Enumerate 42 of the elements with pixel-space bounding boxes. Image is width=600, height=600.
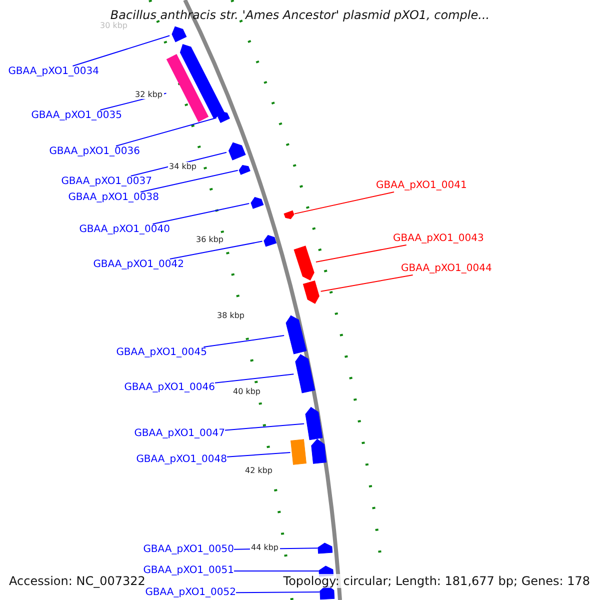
gene-label: GBAA_pXO1_0044 — [401, 263, 492, 275]
leader-line — [224, 423, 305, 431]
gene-label: GBAA_pXO1_0048 — [136, 454, 227, 466]
gene-label: GBAA_pXO1_0040 — [79, 224, 170, 236]
scale-label: 36 kbp — [195, 235, 225, 244]
gene-label: GBAA_pXO1_0050 — [143, 544, 234, 556]
leader-line — [294, 192, 394, 214]
leader-line — [234, 570, 320, 572]
leader-line — [315, 244, 407, 262]
gene-label: GBAA_pXO1_0035 — [31, 110, 122, 122]
scale-label: 34 kbp — [168, 162, 198, 171]
gene-label: GBAA_pXO1_0036 — [49, 146, 140, 158]
scale-label: 32 kbp — [134, 90, 164, 99]
gene-label: GBAA_pXO1_0034 — [8, 66, 99, 78]
leader-line — [236, 592, 320, 594]
leader-line — [169, 240, 263, 260]
gene-label: GBAA_pXO1_0043 — [393, 233, 484, 245]
gene-label: GBAA_pXO1_0051 — [143, 565, 234, 577]
accession-text: Accession: NC_007322 — [9, 574, 146, 588]
gene-label: GBAA_pXO1_0047 — [134, 428, 225, 440]
gene-label: GBAA_pXO1_0042 — [93, 259, 184, 271]
scale-label: 44 kbp — [250, 543, 280, 552]
scale-label: 42 kbp — [244, 466, 274, 475]
leader-line — [152, 202, 250, 224]
leader-line — [140, 170, 238, 192]
gene-label: GBAA_pXO1_0052 — [145, 587, 236, 599]
gene-label: GBAA_pXO1_0045 — [116, 347, 207, 359]
leader-line — [226, 452, 291, 458]
leader-line — [72, 35, 170, 66]
gene-label: GBAA_pXO1_0037 — [61, 176, 152, 188]
topology-text: Topology: circular; Length: 181,677 bp; Genes: 178 — [283, 574, 590, 588]
scale-label: 38 kbp — [216, 311, 246, 320]
gene-label: GBAA_pXO1_0038 — [68, 192, 159, 204]
scale-label: 30 kbp — [99, 21, 129, 30]
leader-line — [203, 335, 285, 348]
gene-label: GBAA_pXO1_0041 — [376, 180, 467, 192]
leader-line — [116, 117, 217, 146]
leader-line — [320, 274, 414, 292]
leader-line — [214, 374, 294, 384]
gene-label: GBAA_pXO1_0046 — [124, 382, 215, 394]
scale-label: 40 kbp — [232, 387, 262, 396]
plot-title: Bacillus anthracis str. 'Ames Ancestor' plasmid pXO1, comple... — [109, 8, 491, 22]
